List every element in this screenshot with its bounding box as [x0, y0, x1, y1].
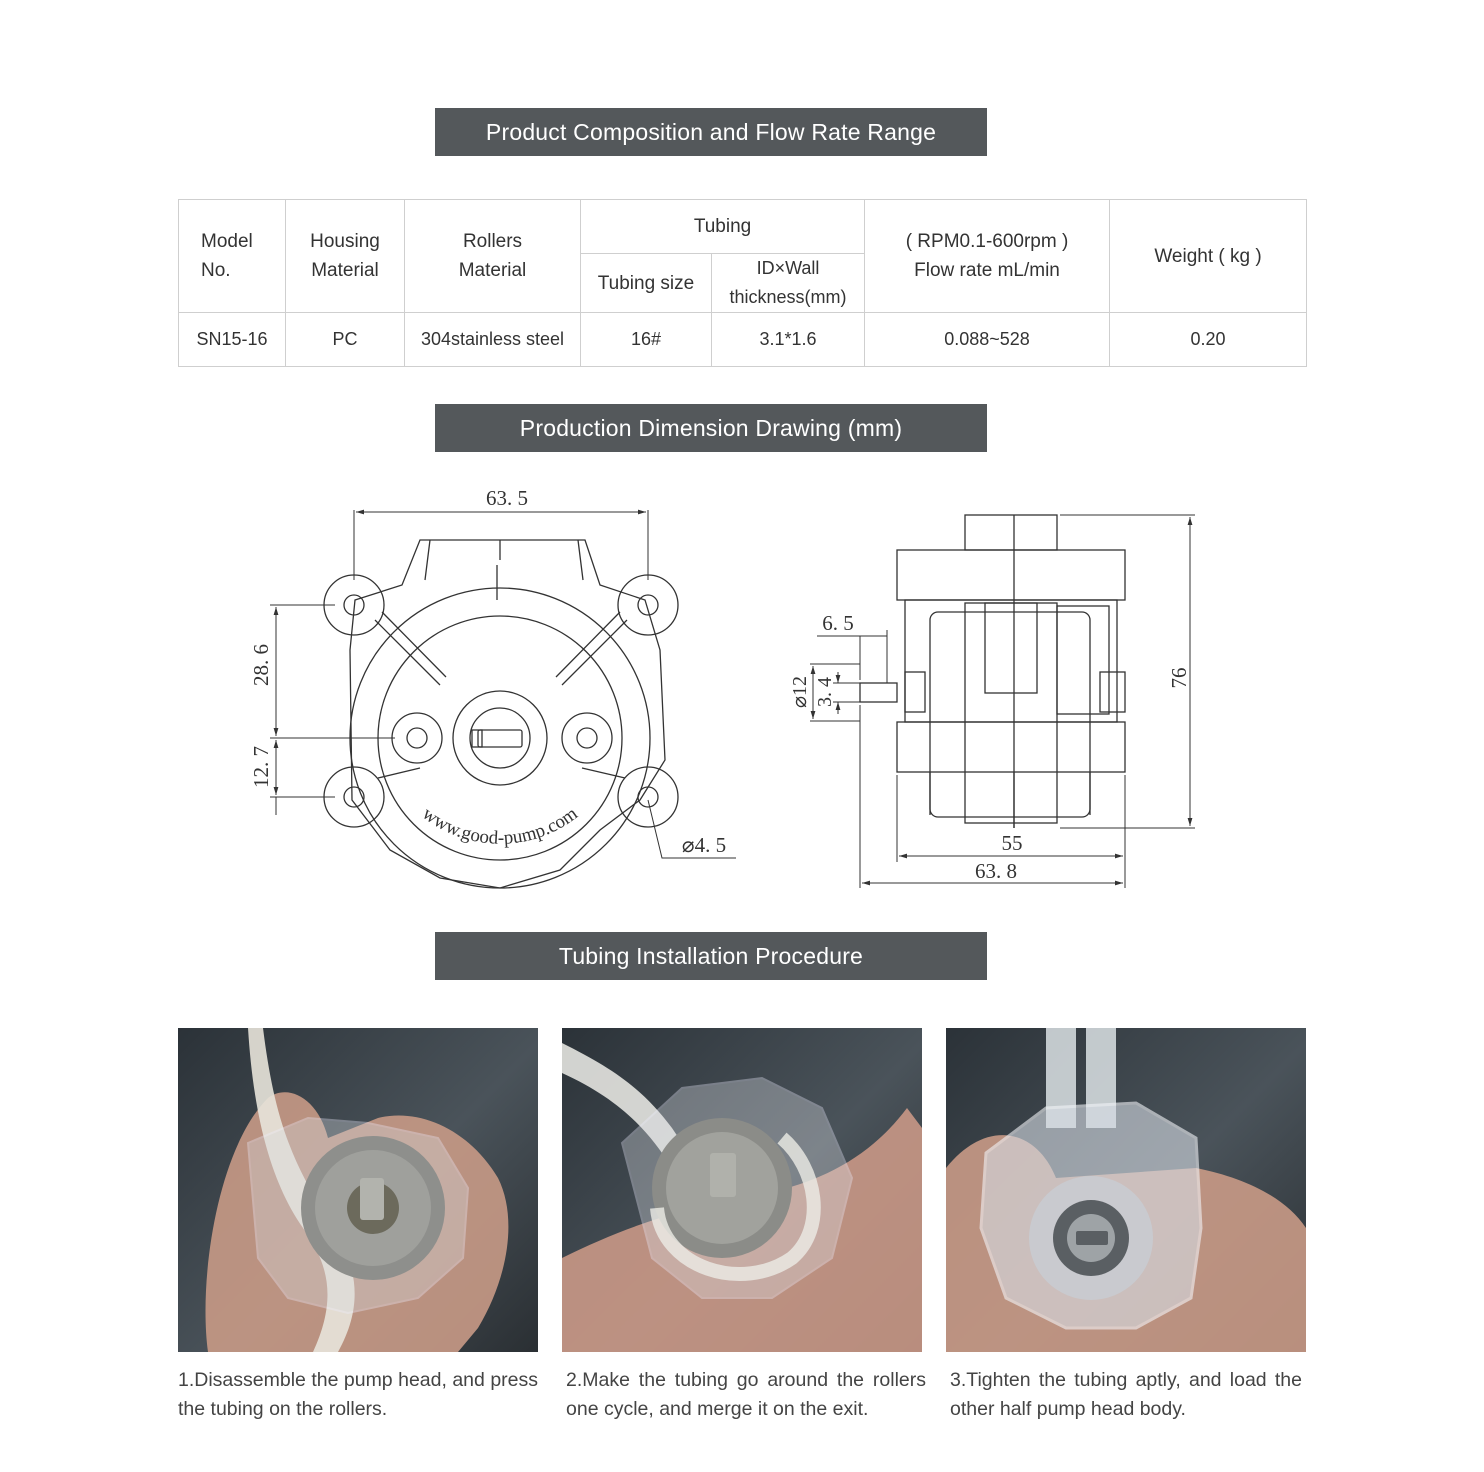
step-3-caption: 3.Tighten the tubing aptly, and load the…: [950, 1369, 1302, 1420]
logo-text: www.good-pump.com: [418, 803, 581, 849]
hand-holding-pump-icon: [205, 1028, 509, 1352]
side-view: [810, 514, 1195, 888]
header-tubing-size: Tubing size: [580, 253, 712, 313]
cell-idwall: 3.1*1.6: [710, 312, 866, 367]
dim-front-width: 63. 5: [486, 486, 528, 510]
header-flow: ( RPM0.1-600rpm )Flow rate mL/min: [864, 199, 1111, 313]
dim-side-port-outer: ⌀12: [789, 676, 811, 708]
step-3-photo: [946, 1028, 1306, 1352]
cell-housing: PC: [285, 312, 405, 367]
section-title-installation: Tubing Installation Procedure: [435, 932, 987, 980]
cell-flow: 0.088~528: [864, 312, 1111, 367]
section-title-dimension: Production Dimension Drawing (mm): [435, 404, 987, 452]
step-1-caption: 1.Disassemble the pump head, and press t…: [178, 1369, 538, 1420]
header-weight: Weight ( kg ): [1109, 199, 1308, 313]
section-title-text: Production Dimension Drawing (mm): [519, 414, 903, 441]
cell-model: SN15-16: [178, 312, 286, 367]
dim-side-port-inner: 3. 4: [814, 677, 836, 707]
table-row: SN15-16 PC 304stainless steel 16# 3.1*1.…: [178, 312, 1308, 367]
step-2-caption: 2.Make the tubing go around the rollers …: [566, 1369, 926, 1420]
dim-front-hole-diameter: ⌀4. 5: [682, 833, 726, 857]
cell-rollers: 304stainless steel: [404, 312, 581, 367]
front-view: [270, 509, 736, 889]
dim-side-total-width: 63. 8: [975, 859, 1017, 883]
hand-holding-pump-icon: [946, 1028, 1306, 1352]
dim-side-port-length: 6. 5: [822, 611, 854, 635]
section-title-text: Product Composition and Flow Rate Range: [485, 118, 937, 145]
step-1-photo: [178, 1028, 538, 1352]
section-title-text: Tubing Installation Procedure: [558, 942, 864, 969]
dim-side-height: 76: [1167, 668, 1191, 689]
dim-front-height-lower: 12. 7: [249, 746, 273, 788]
dim-side-body-width: 55: [1002, 831, 1023, 855]
step-2-photo: [562, 1028, 922, 1352]
hand-holding-pump-icon: [562, 1043, 922, 1352]
section-title-composition: Product Composition and Flow Rate Range: [435, 108, 987, 156]
dimension-drawing: 63. 5 28. 6 12. 7 ⌀4. 5 www.good-pump.co…: [249, 486, 1195, 889]
header-tubing: Tubing: [579, 199, 866, 254]
dim-front-height-upper: 28. 6: [249, 644, 273, 686]
cell-weight: 0.20: [1109, 312, 1308, 367]
cell-tubing-size: 16#: [580, 312, 712, 367]
